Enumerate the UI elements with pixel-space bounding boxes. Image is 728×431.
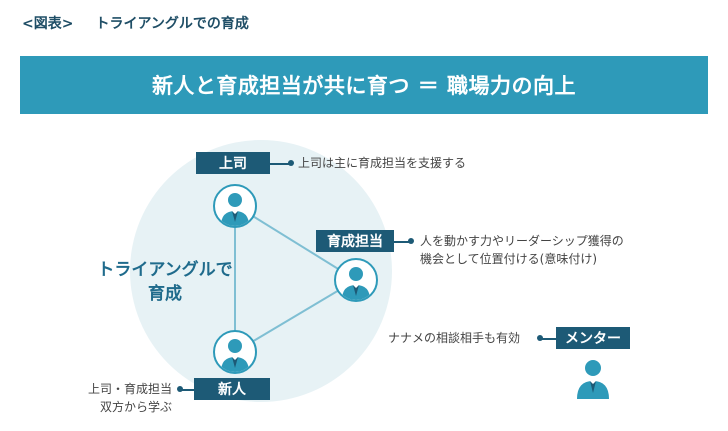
- boss-connector-dot: [288, 160, 294, 166]
- center-caption-line2: 育成: [148, 284, 182, 304]
- boss-note: 上司は主に育成担当を支援する: [298, 154, 466, 172]
- boss-label-box: 上司: [196, 152, 270, 174]
- trainer-note-line1: 人を動かす力やリーダーシップ獲得の: [420, 234, 624, 248]
- center-caption-line1: トライアングルで: [97, 260, 233, 280]
- line-boss-trainer: [234, 204, 357, 281]
- mentor-label: メンター: [565, 331, 621, 347]
- mentor-note: ナナメの相談相手も有効: [388, 329, 520, 347]
- center-caption: トライアングルで 育成: [80, 258, 250, 306]
- line-trainer-newcomer: [234, 279, 357, 353]
- newcomer-note-line2: 双方から学ぶ: [99, 400, 172, 414]
- mentor-label-box: メンター: [556, 327, 630, 349]
- trainer-label: 育成担当: [327, 234, 383, 250]
- trainer-connector: [394, 241, 410, 243]
- headline-text: 新人と育成担当が共に育つ ＝ 職場力の向上: [151, 74, 577, 98]
- newcomer-note-line1: 上司・育成担当: [87, 382, 172, 396]
- trainer-connector-dot: [408, 238, 414, 244]
- newcomer-connector-dot: [177, 386, 183, 392]
- newcomer-label-box: 新人: [194, 378, 270, 400]
- boss-note-text: 上司は主に育成担当を支援する: [298, 156, 467, 170]
- mentor-note-text: ナナメの相談相手も有効: [388, 331, 521, 345]
- trainer-person-icon: [334, 258, 378, 302]
- trainer-note: 人を動かす力やリーダーシップ獲得の 機会として位置付ける(意味付け): [420, 232, 624, 268]
- figure-label: <図表> トライアングルでの育成: [22, 13, 249, 33]
- figure-label-title: トライアングルでの育成: [95, 16, 249, 32]
- figure-label-prefix: <図表>: [22, 16, 74, 32]
- headline-banner: 新人と育成担当が共に育つ ＝ 職場力の向上: [20, 56, 708, 114]
- newcomer-person-icon: [213, 330, 257, 374]
- mentor-connector: [540, 338, 556, 340]
- newcomer-connector: [180, 389, 194, 391]
- newcomer-note: 上司・育成担当 双方から学ぶ: [82, 380, 172, 416]
- boss-label: 上司: [219, 156, 247, 172]
- boss-connector: [270, 163, 292, 165]
- trainer-label-box: 育成担当: [316, 230, 394, 252]
- trainer-note-line2: 機会として位置付ける(意味付け): [420, 252, 598, 266]
- boss-person-icon: [213, 184, 257, 228]
- newcomer-label: 新人: [218, 382, 246, 398]
- mentor-person-icon: [573, 355, 613, 399]
